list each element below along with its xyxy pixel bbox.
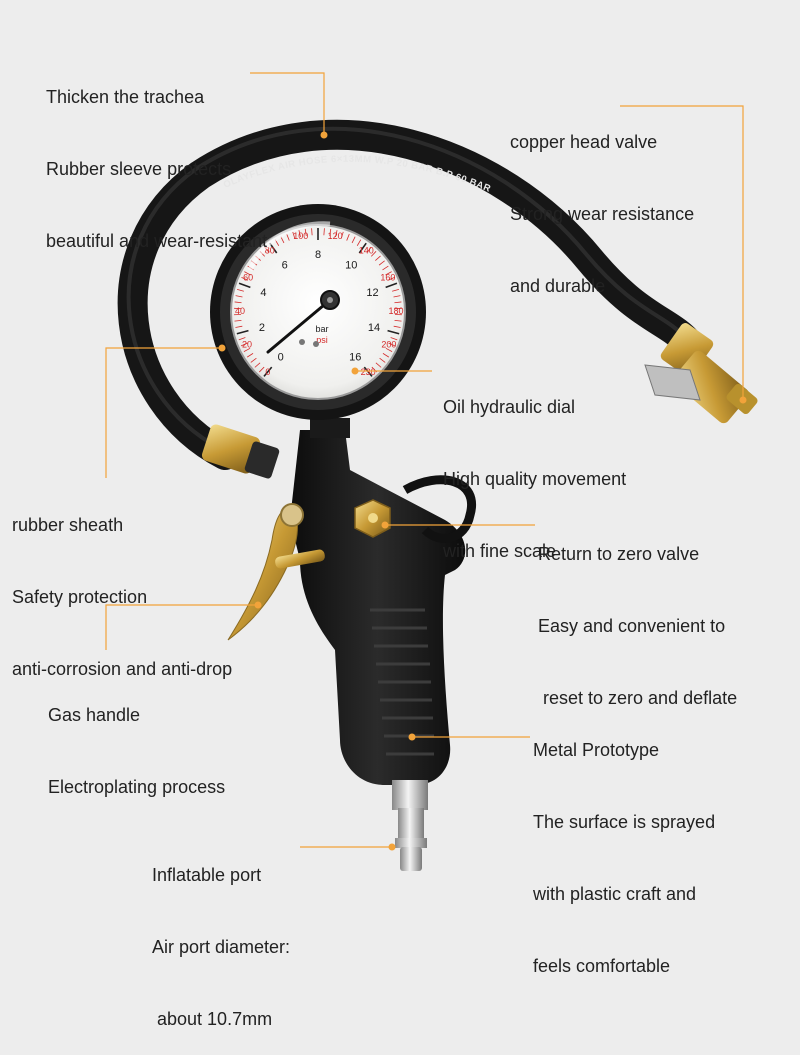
psi-tick-label: 230 (361, 367, 376, 377)
psi-tick-label: 180 (388, 306, 403, 316)
callout-metal-line2: The surface is sprayed (533, 810, 715, 834)
bar-unit-label: bar (315, 324, 328, 334)
callout-metal-line4: feels comfortable (533, 954, 715, 978)
callout-port-line1: Inflatable port (152, 863, 290, 887)
callout-trachea-line3: beautiful and wear-resistant (46, 229, 267, 253)
callout-dial-line1: Oil hydraulic dial (443, 395, 626, 419)
psi-tick-label: 40 (235, 306, 245, 316)
psi-tick-label: 120 (328, 231, 343, 241)
callout-trachea: Thicken the trachea Rubber sleeve protec… (46, 37, 267, 277)
callout-copper-valve: copper head valve Strong wear resistance… (510, 82, 694, 322)
callout-sheath-line2: Safety protection (12, 585, 232, 609)
psi-tick-label: 20 (242, 339, 252, 349)
callout-port-line3: about 10.7mm (152, 1007, 290, 1031)
gauge-tick (312, 228, 313, 235)
callout-copper-line3: and durable (510, 274, 694, 298)
callout-port-line2: Air port diameter: (152, 935, 290, 959)
psi-tick-label: 140 (359, 246, 374, 256)
callout-gas-handle: Gas handle Electroplating process (48, 655, 225, 823)
bar-tick-label: 0 (278, 351, 284, 363)
callout-handle-line1: Gas handle (48, 703, 225, 727)
bar-tick-label: 16 (349, 351, 361, 363)
psi-tick-label: 160 (380, 272, 395, 282)
bar-tick-label: 8 (315, 249, 321, 261)
callout-dial-line2: High quality movement (443, 467, 626, 491)
callout-inflatable-port: Inflatable port Air port diameter: about… (152, 815, 290, 1055)
product-infographic: OLAYFLEX AIR HOSE 6×13MM W.P 20 BAR B.P … (0, 0, 800, 960)
bar-tick-label: 14 (368, 322, 380, 334)
callout-copper-line1: copper head valve (510, 130, 694, 154)
callout-zero-line1: Return to zero valve (538, 542, 737, 566)
bar-tick-label: 2 (259, 322, 265, 334)
bar-tick-label: 6 (282, 259, 288, 271)
callout-handle-line2: Electroplating process (48, 775, 225, 799)
zero-valve (355, 500, 390, 537)
gauge-tick (324, 228, 325, 235)
bar-tick-label: 4 (260, 287, 266, 299)
callout-metal-line1: Metal Prototype (533, 738, 715, 762)
inflatable-port (392, 780, 428, 871)
psi-tick-label: 100 (293, 231, 308, 241)
callout-zero-line2: Easy and convenient to (538, 614, 737, 638)
callout-copper-line2: Strong wear resistance (510, 202, 694, 226)
callout-trachea-line2: Rubber sleeve protects (46, 157, 267, 181)
callout-metal-prototype: Metal Prototype The surface is sprayed w… (533, 690, 715, 1002)
bar-tick-label: 10 (345, 259, 357, 271)
psi-tick-label: 0 (265, 367, 270, 377)
psi-tick-label: 200 (381, 339, 396, 349)
callout-metal-line3: with plastic craft and (533, 882, 715, 906)
callout-trachea-line1: Thicken the trachea (46, 85, 267, 109)
callout-sheath-line1: rubber sheath (12, 513, 232, 537)
bar-tick-label: 12 (366, 287, 378, 299)
